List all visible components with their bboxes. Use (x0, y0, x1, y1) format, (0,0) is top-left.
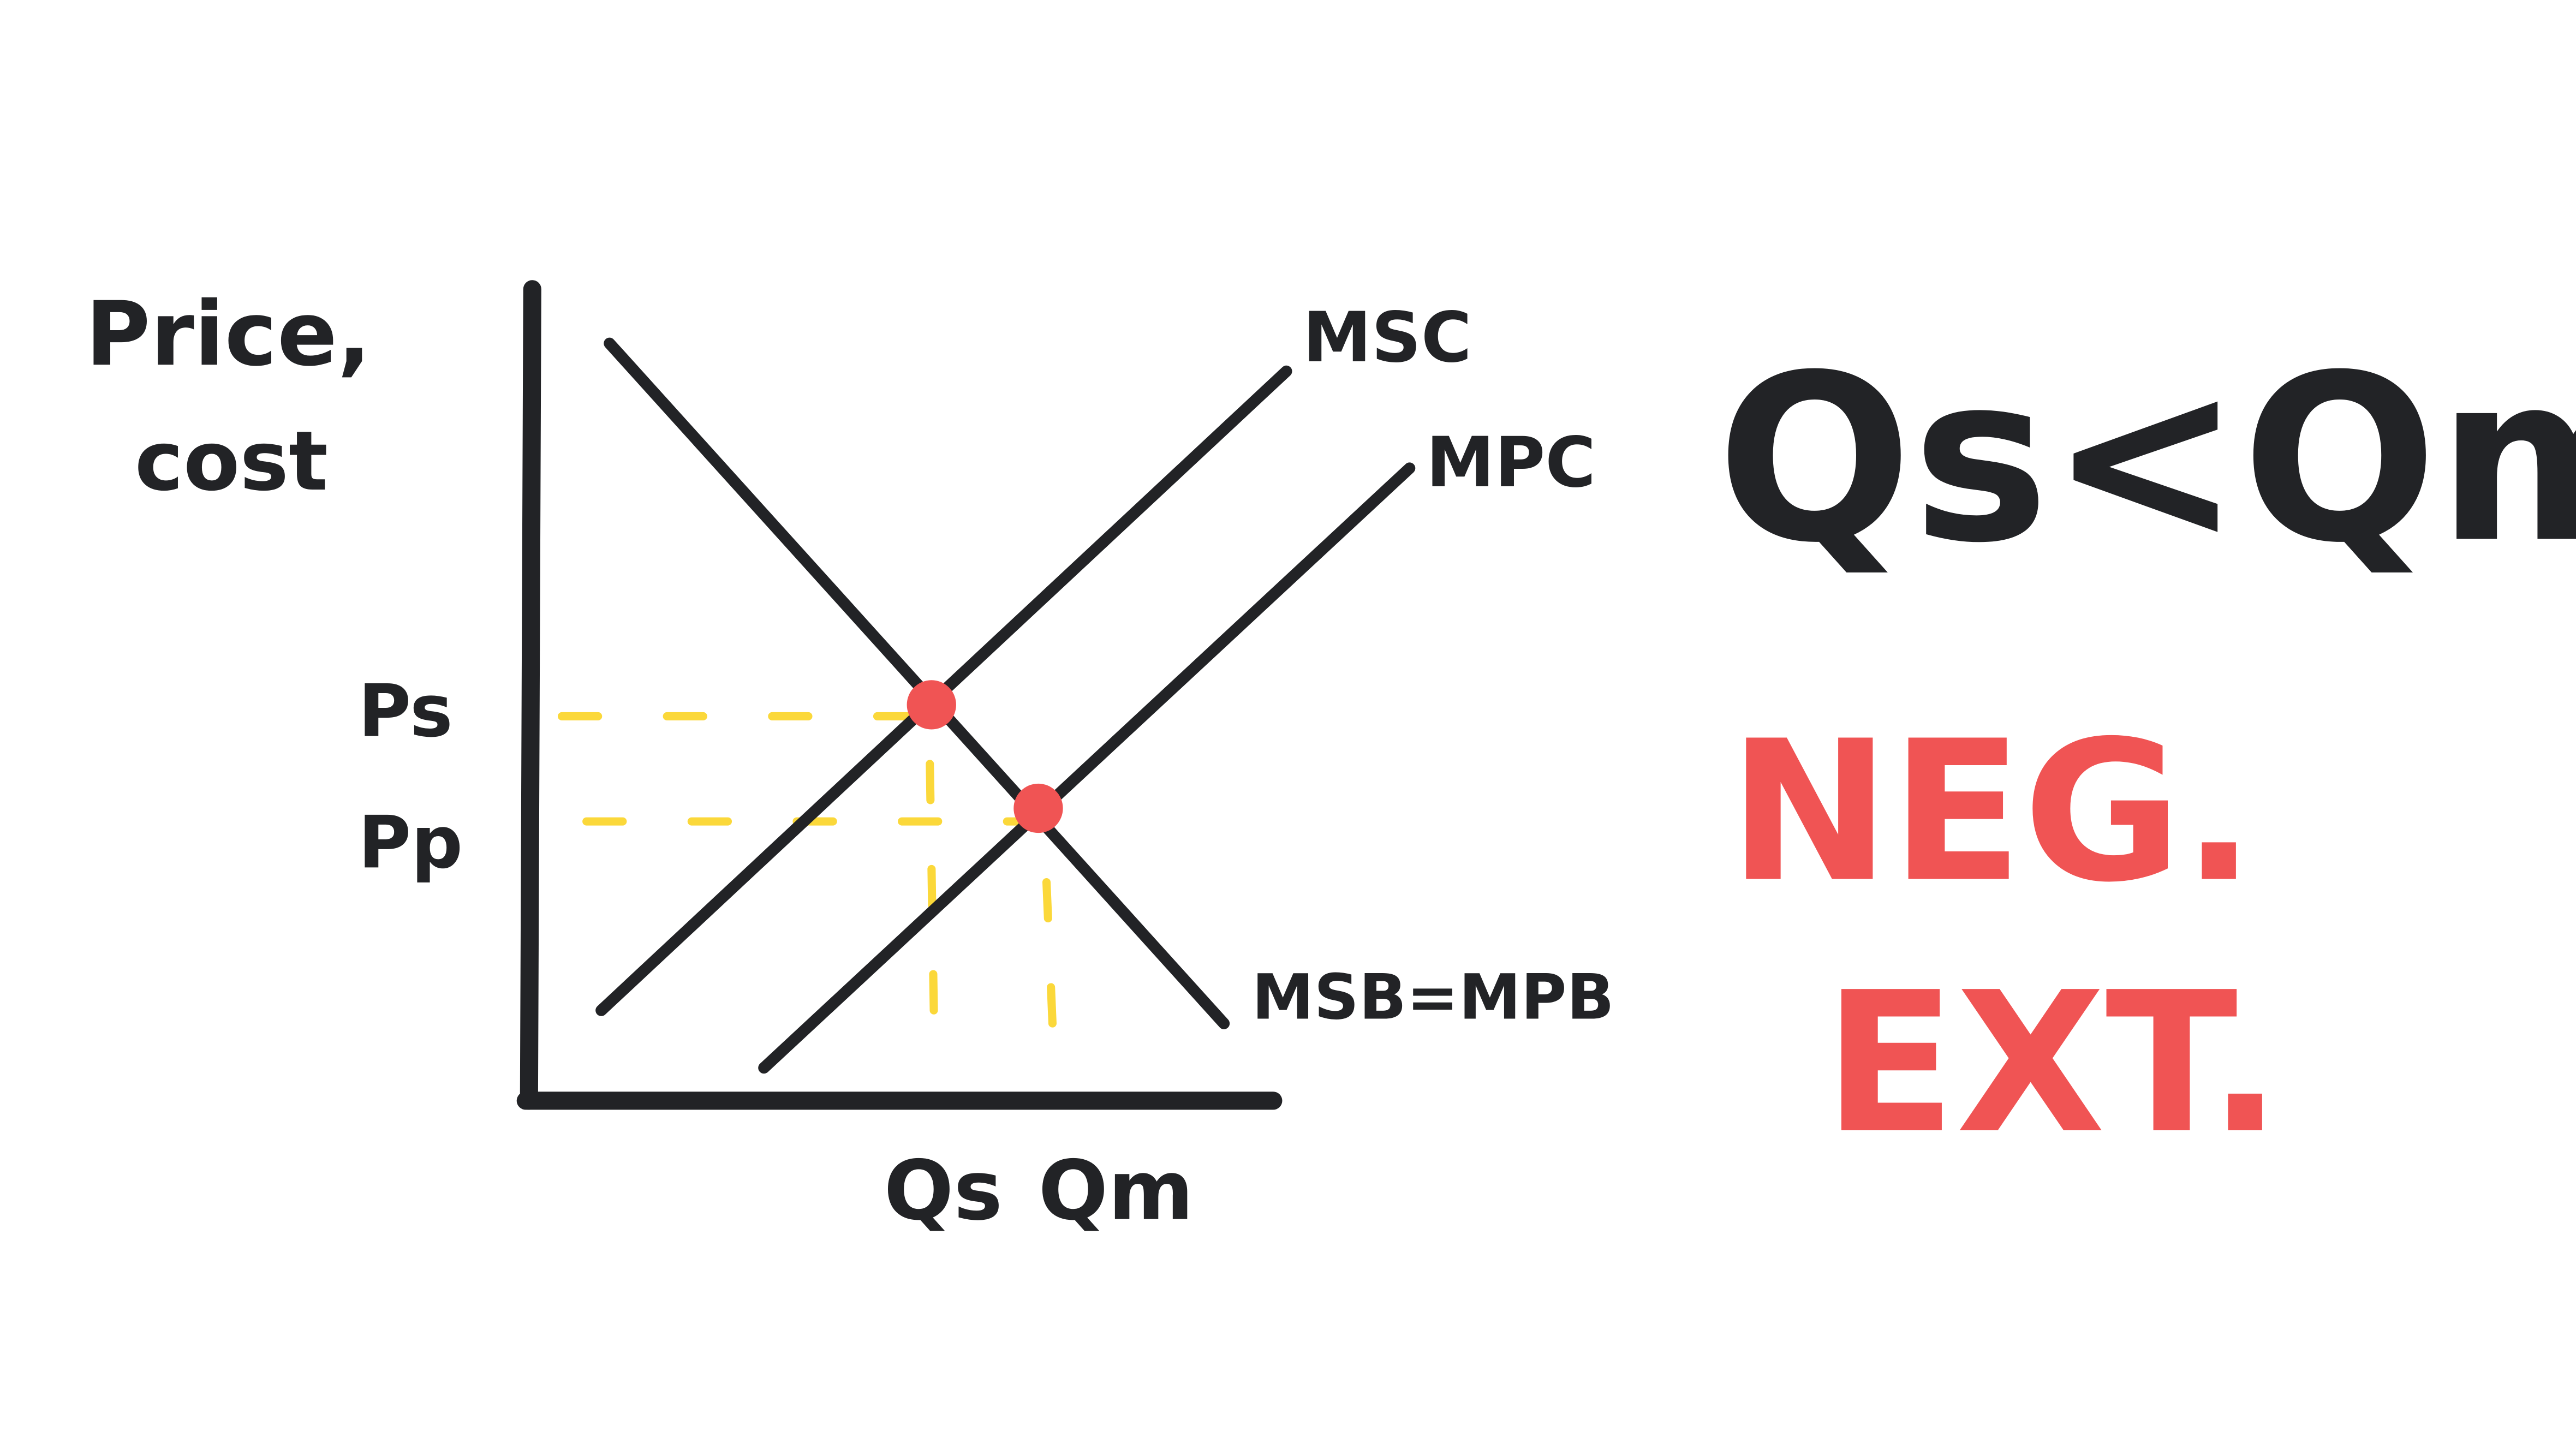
market-equilibrium-dot (1013, 783, 1063, 833)
social-equilibrium-dot (907, 680, 956, 730)
mpc-curve (758, 462, 1416, 1074)
ext-annotation: EXT. (1823, 950, 2282, 1176)
y-axis (520, 280, 541, 1110)
ps-label: Ps (358, 670, 453, 754)
y-axis-label-price: Price, (86, 283, 371, 386)
qm-label: Qm (1038, 1143, 1194, 1239)
mpc-label: MPC (1426, 422, 1596, 503)
pp-label: Pp (358, 801, 463, 885)
y-axis-label-cost: cost (135, 414, 328, 509)
qm-guide-line (1042, 878, 1059, 1081)
msc-label: MSC (1303, 297, 1472, 378)
msb-mpb-label: MSB=MPB (1252, 961, 1614, 1033)
neg-annotation: NEG. (1728, 699, 2256, 925)
qs-label: Qs (884, 1143, 1003, 1239)
msb-mpb-demand-curve (604, 337, 1230, 1029)
qs-less-than-qm-annotation: Qs<Qm (1717, 326, 2576, 593)
